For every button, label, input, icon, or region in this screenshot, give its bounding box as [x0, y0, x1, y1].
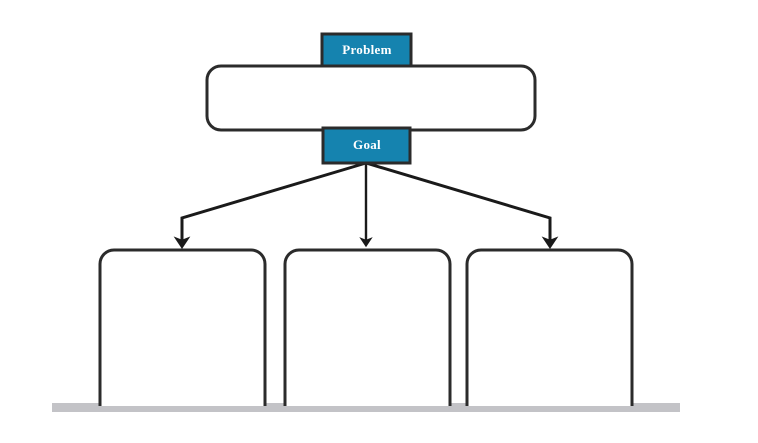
connector-arrow-right	[365, 161, 559, 249]
baseline-bar	[52, 403, 680, 412]
child-box-1[interactable]	[98, 248, 267, 406]
child-box-1-outline	[98, 248, 267, 406]
problem-chip[interactable]: Problem	[320, 32, 413, 68]
problem-container-box[interactable]	[205, 64, 537, 132]
connector-arrow-left	[173, 161, 367, 249]
child-box-2-outline	[283, 248, 452, 406]
problem-chip-box	[320, 32, 413, 68]
goal-chip-box	[321, 126, 412, 165]
child-box-3-outline	[465, 248, 634, 406]
goal-chip-label: Goal	[353, 137, 381, 152]
problem-chip-label: Problem	[342, 42, 392, 57]
child-box-3[interactable]	[465, 248, 634, 406]
child-box-2[interactable]	[283, 248, 452, 406]
goal-chip[interactable]: Goal	[321, 126, 412, 165]
